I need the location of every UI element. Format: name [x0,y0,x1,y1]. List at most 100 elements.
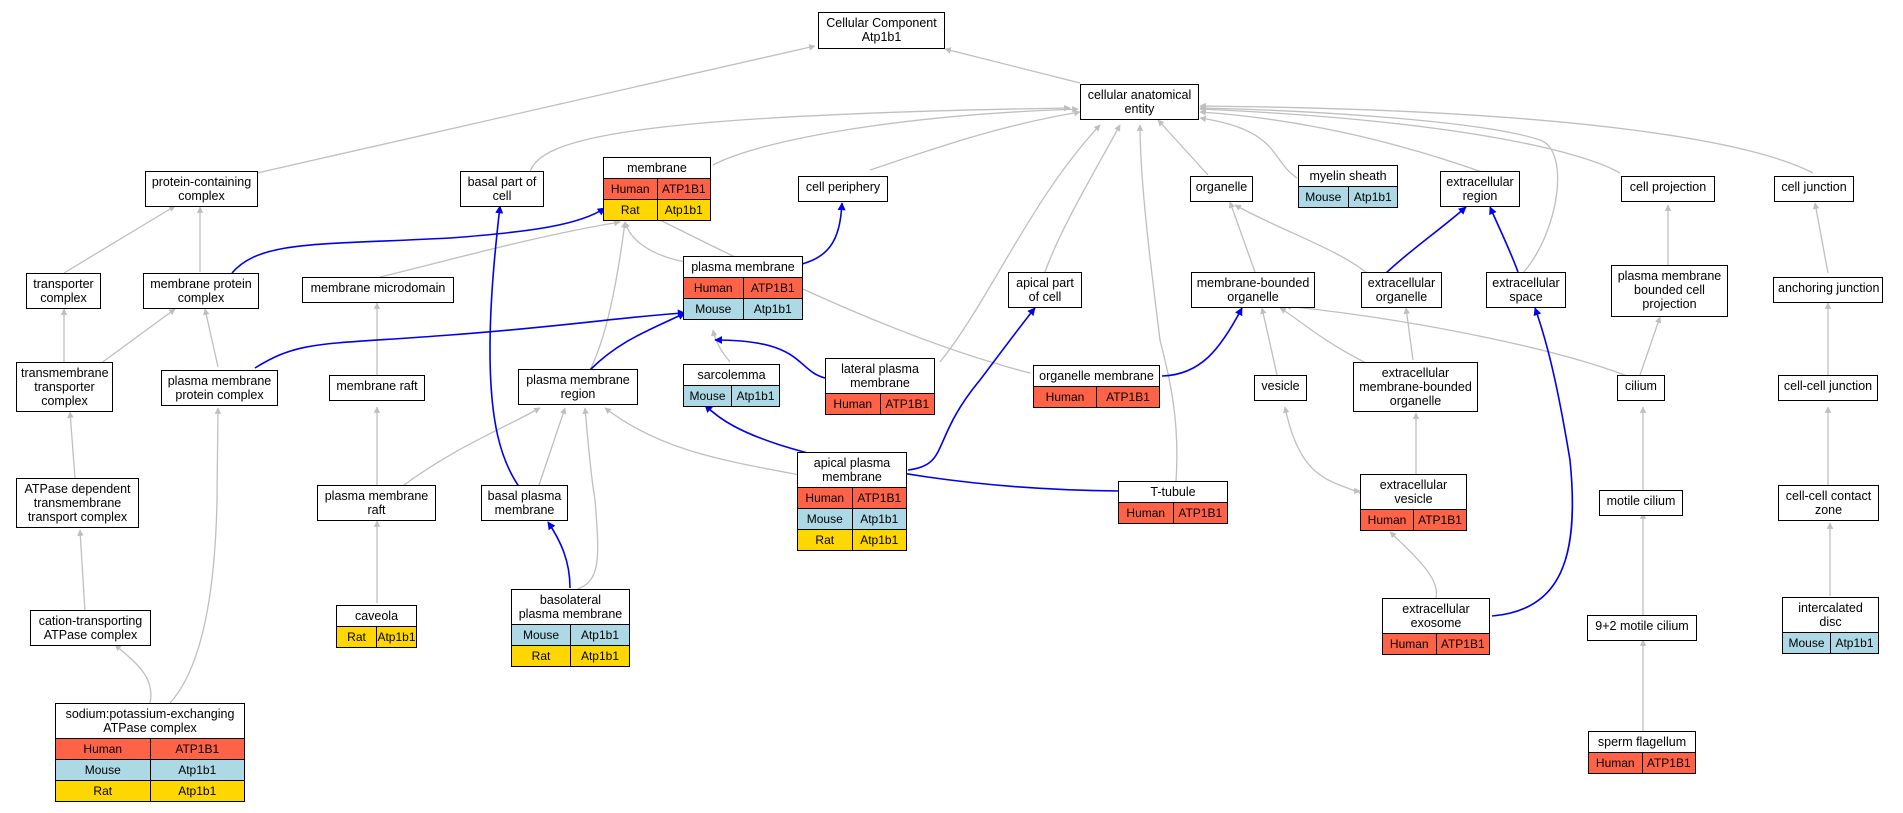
node-title-line: transporter [34,380,95,394]
node-title-line: plasma membrane [526,373,630,387]
edge-exosome-exves [1389,531,1438,599]
edge-exmbo-mbo [1279,307,1371,366]
node-cilium[interactable]: cilium [1617,375,1665,401]
node-title-line: sarcolemma [697,368,766,382]
edge-mbo-org [1228,201,1256,273]
edge-exo-org [1234,204,1369,275]
edge-nak-catp [114,644,152,704]
gene-symbol: Atp1b1 [742,299,802,319]
node-title-line: organelle membrane [1039,369,1154,383]
edge-exr-cae [1199,109,1486,174]
edge-blpm-pmr [577,407,599,590]
node-title-line: zone [1814,503,1843,517]
node-title-line: cell junction [1781,180,1847,194]
node-title-line: exosome [1410,616,1462,630]
edge-ttc-mpc [99,308,176,365]
node-title-line: vesicle [1261,379,1300,393]
edge-orgm-mem [649,214,1031,374]
node-title-line: transporter [33,277,94,291]
edge-ajun-cjun [1812,202,1829,274]
node-title-line: organelle [1195,180,1248,194]
edge-exves-ves [1282,406,1361,494]
species-name: Human [1119,503,1173,523]
node-9-2-motile-cilium[interactable]: 9+2 motile cilium [1587,615,1697,641]
node-cell-junction[interactable]: cell junction [1774,176,1854,202]
gene-symbol: Atp1b1 [656,200,710,220]
node-title-line: membrane [822,470,882,484]
node-vesicle[interactable]: vesicle [1254,375,1307,401]
gene-symbol: Atp1b1 [570,625,629,645]
edge-exosome-exs [1491,307,1574,617]
gene-symbol: Atp1b1 [1347,187,1397,207]
gene-symbol: Atp1b1 [149,781,244,801]
node-title-line: membrane [494,503,555,517]
node-anchoring-junction[interactable]: anchoring junction [1773,277,1883,303]
edge-tcx-pcc [63,205,176,274]
node-title-line: projection [1642,297,1697,311]
node-title-line: complex [40,291,87,305]
node-title-line: cation-transporting [38,614,143,628]
node-cell-projection[interactable]: cell projection [1621,176,1715,202]
species-name: Mouse [798,509,852,529]
node-title-line: transmembrane [33,496,122,510]
node-cell-cell-junction[interactable]: cell-cell junction [1778,375,1878,401]
node-motile-cilium[interactable]: motile cilium [1599,490,1683,516]
edge-cae-root [944,47,1081,84]
edge-apm-pmr [604,407,801,476]
gene-symbol: ATP1B1 [1641,753,1695,773]
edge-cil-pmbcp [1639,316,1662,376]
edge-blpm-bpm [547,521,571,589]
edge-atpdep-ttc [67,411,76,479]
node-title-line: transmembrane [21,366,109,380]
gene-symbol: ATP1B1 [656,179,710,199]
node-cell-periphery[interactable]: cell periphery [798,176,888,202]
node-organelle[interactable]: organelle [1190,176,1253,202]
node-title-line: protein complex [175,388,264,402]
node-membrane-raft[interactable]: membrane raft [329,375,425,401]
gene-symbol: ATP1B1 [742,278,802,298]
node-membrane-microdomain[interactable]: membrane microdomain [302,277,454,303]
edge-cproj-cae [1199,106,1621,174]
